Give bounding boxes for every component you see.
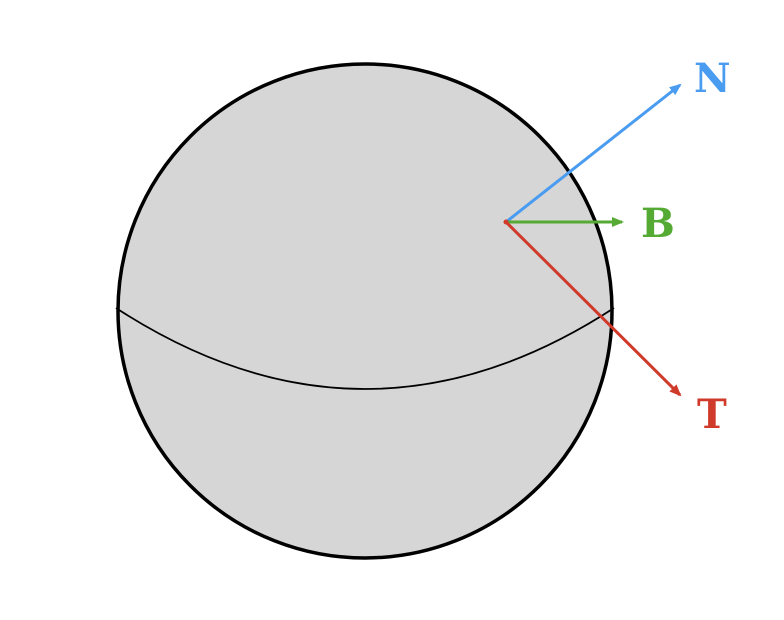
equator-curve [115,307,615,390]
vector-t-label: T [697,391,727,438]
vector-n-arrow [505,83,682,224]
vector-n-label: N [694,55,731,102]
vector-t-arrow [504,220,682,397]
sphere [116,62,614,560]
vector-b-label: B [641,200,675,247]
origin-point [503,219,509,225]
